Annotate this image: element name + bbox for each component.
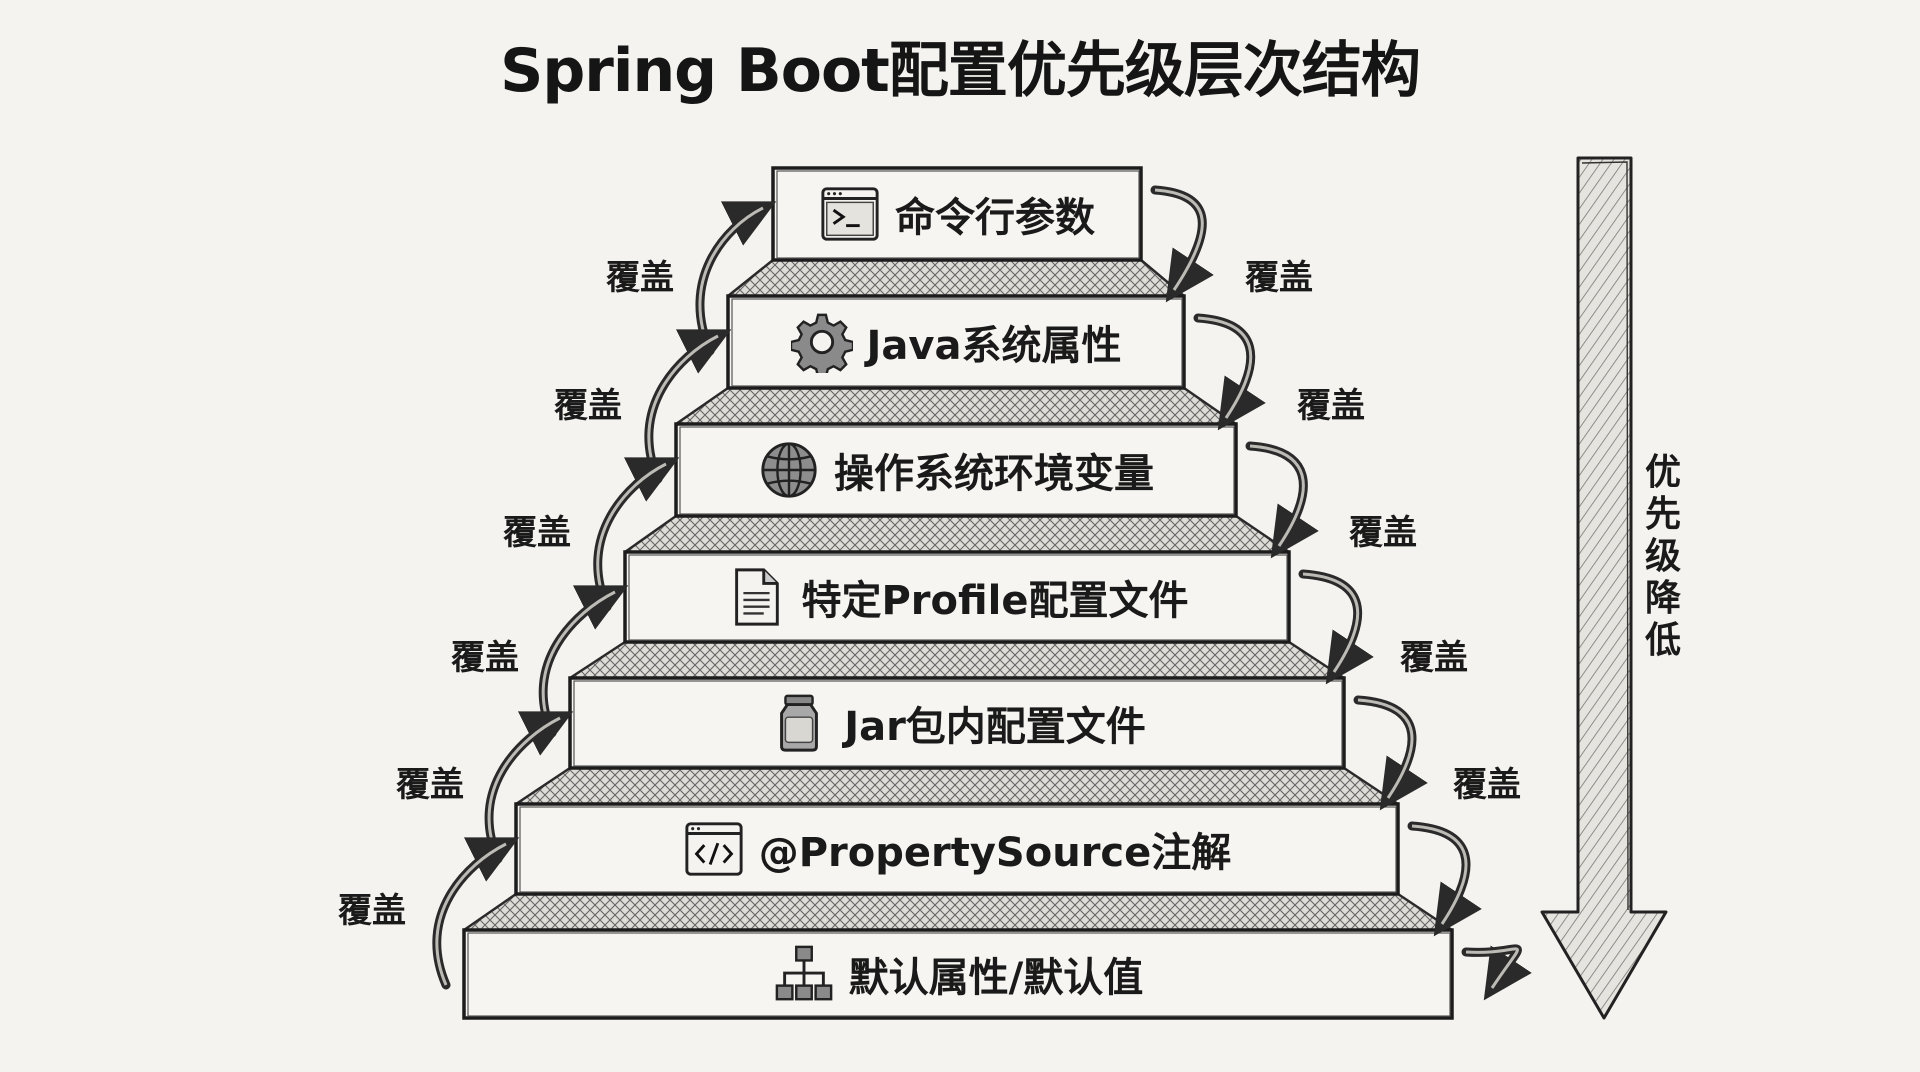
override-label-left-4: 覆盖 (451, 638, 519, 678)
override-label-left-6: 覆盖 (338, 891, 406, 931)
tier-label-5: Jar包内配置文件 (570, 678, 1344, 768)
tier-label-2: Java系统属性 (728, 296, 1184, 388)
globe-icon (758, 439, 820, 501)
hierarchy-icon (773, 943, 835, 1005)
terminal-icon (819, 183, 881, 245)
tier-label-6: @PropertySource注解 (516, 804, 1398, 894)
tier-slab-shading (514, 766, 1400, 806)
tier-label-text: Jar包内配置文件 (844, 704, 1146, 750)
document-icon (725, 566, 787, 628)
priority-arrow (1540, 156, 1668, 1020)
override-label-left-1: 覆盖 (606, 258, 674, 298)
override-label-right-5: 覆盖 (1453, 765, 1521, 805)
code-window-icon (683, 818, 745, 880)
tier-label-1: 命令行参数 (773, 168, 1141, 260)
tier-label-text: 操作系统环境变量 (834, 451, 1154, 497)
tier-slab-shading (674, 386, 1238, 426)
tier-slab-shading (623, 514, 1291, 554)
tier-box (462, 928, 1454, 1020)
tier-label-text: 命令行参数 (895, 195, 1095, 241)
override-arrow-right (1461, 944, 1532, 1001)
tier-label-4: 特定Profile配置文件 (625, 552, 1289, 642)
gear-icon (789, 311, 854, 379)
override-label-left-2: 覆盖 (554, 386, 622, 426)
tier-label-text: Java系统属性 (866, 323, 1122, 369)
override-label-left-3: 覆盖 (503, 513, 571, 553)
priority-label: 优先级降低 (1644, 452, 1681, 661)
override-label-right-2: 覆盖 (1297, 386, 1365, 426)
tier-label-3: 操作系统环境变量 (676, 424, 1236, 516)
page-title: Spring Boot配置优先级层次结构 (500, 36, 1421, 106)
override-label-right-3: 覆盖 (1349, 513, 1417, 553)
tier-box (514, 802, 1400, 896)
tier-label-text: @PropertySource注解 (758, 830, 1232, 876)
tier-label-text: 特定Profile配置文件 (801, 578, 1189, 624)
tier-slab-shading (462, 892, 1454, 932)
tier-slab-shading (726, 258, 1186, 298)
override-label-left-5: 覆盖 (396, 765, 464, 805)
tier-label-text: 默认属性/默认值 (848, 955, 1144, 1001)
jar-icon (768, 692, 830, 754)
tier-slab-shading (568, 640, 1346, 680)
tier-label-7: 默认属性/默认值 (464, 930, 1452, 1018)
override-label-right-1: 覆盖 (1245, 258, 1313, 298)
override-label-right-4: 覆盖 (1400, 638, 1468, 678)
